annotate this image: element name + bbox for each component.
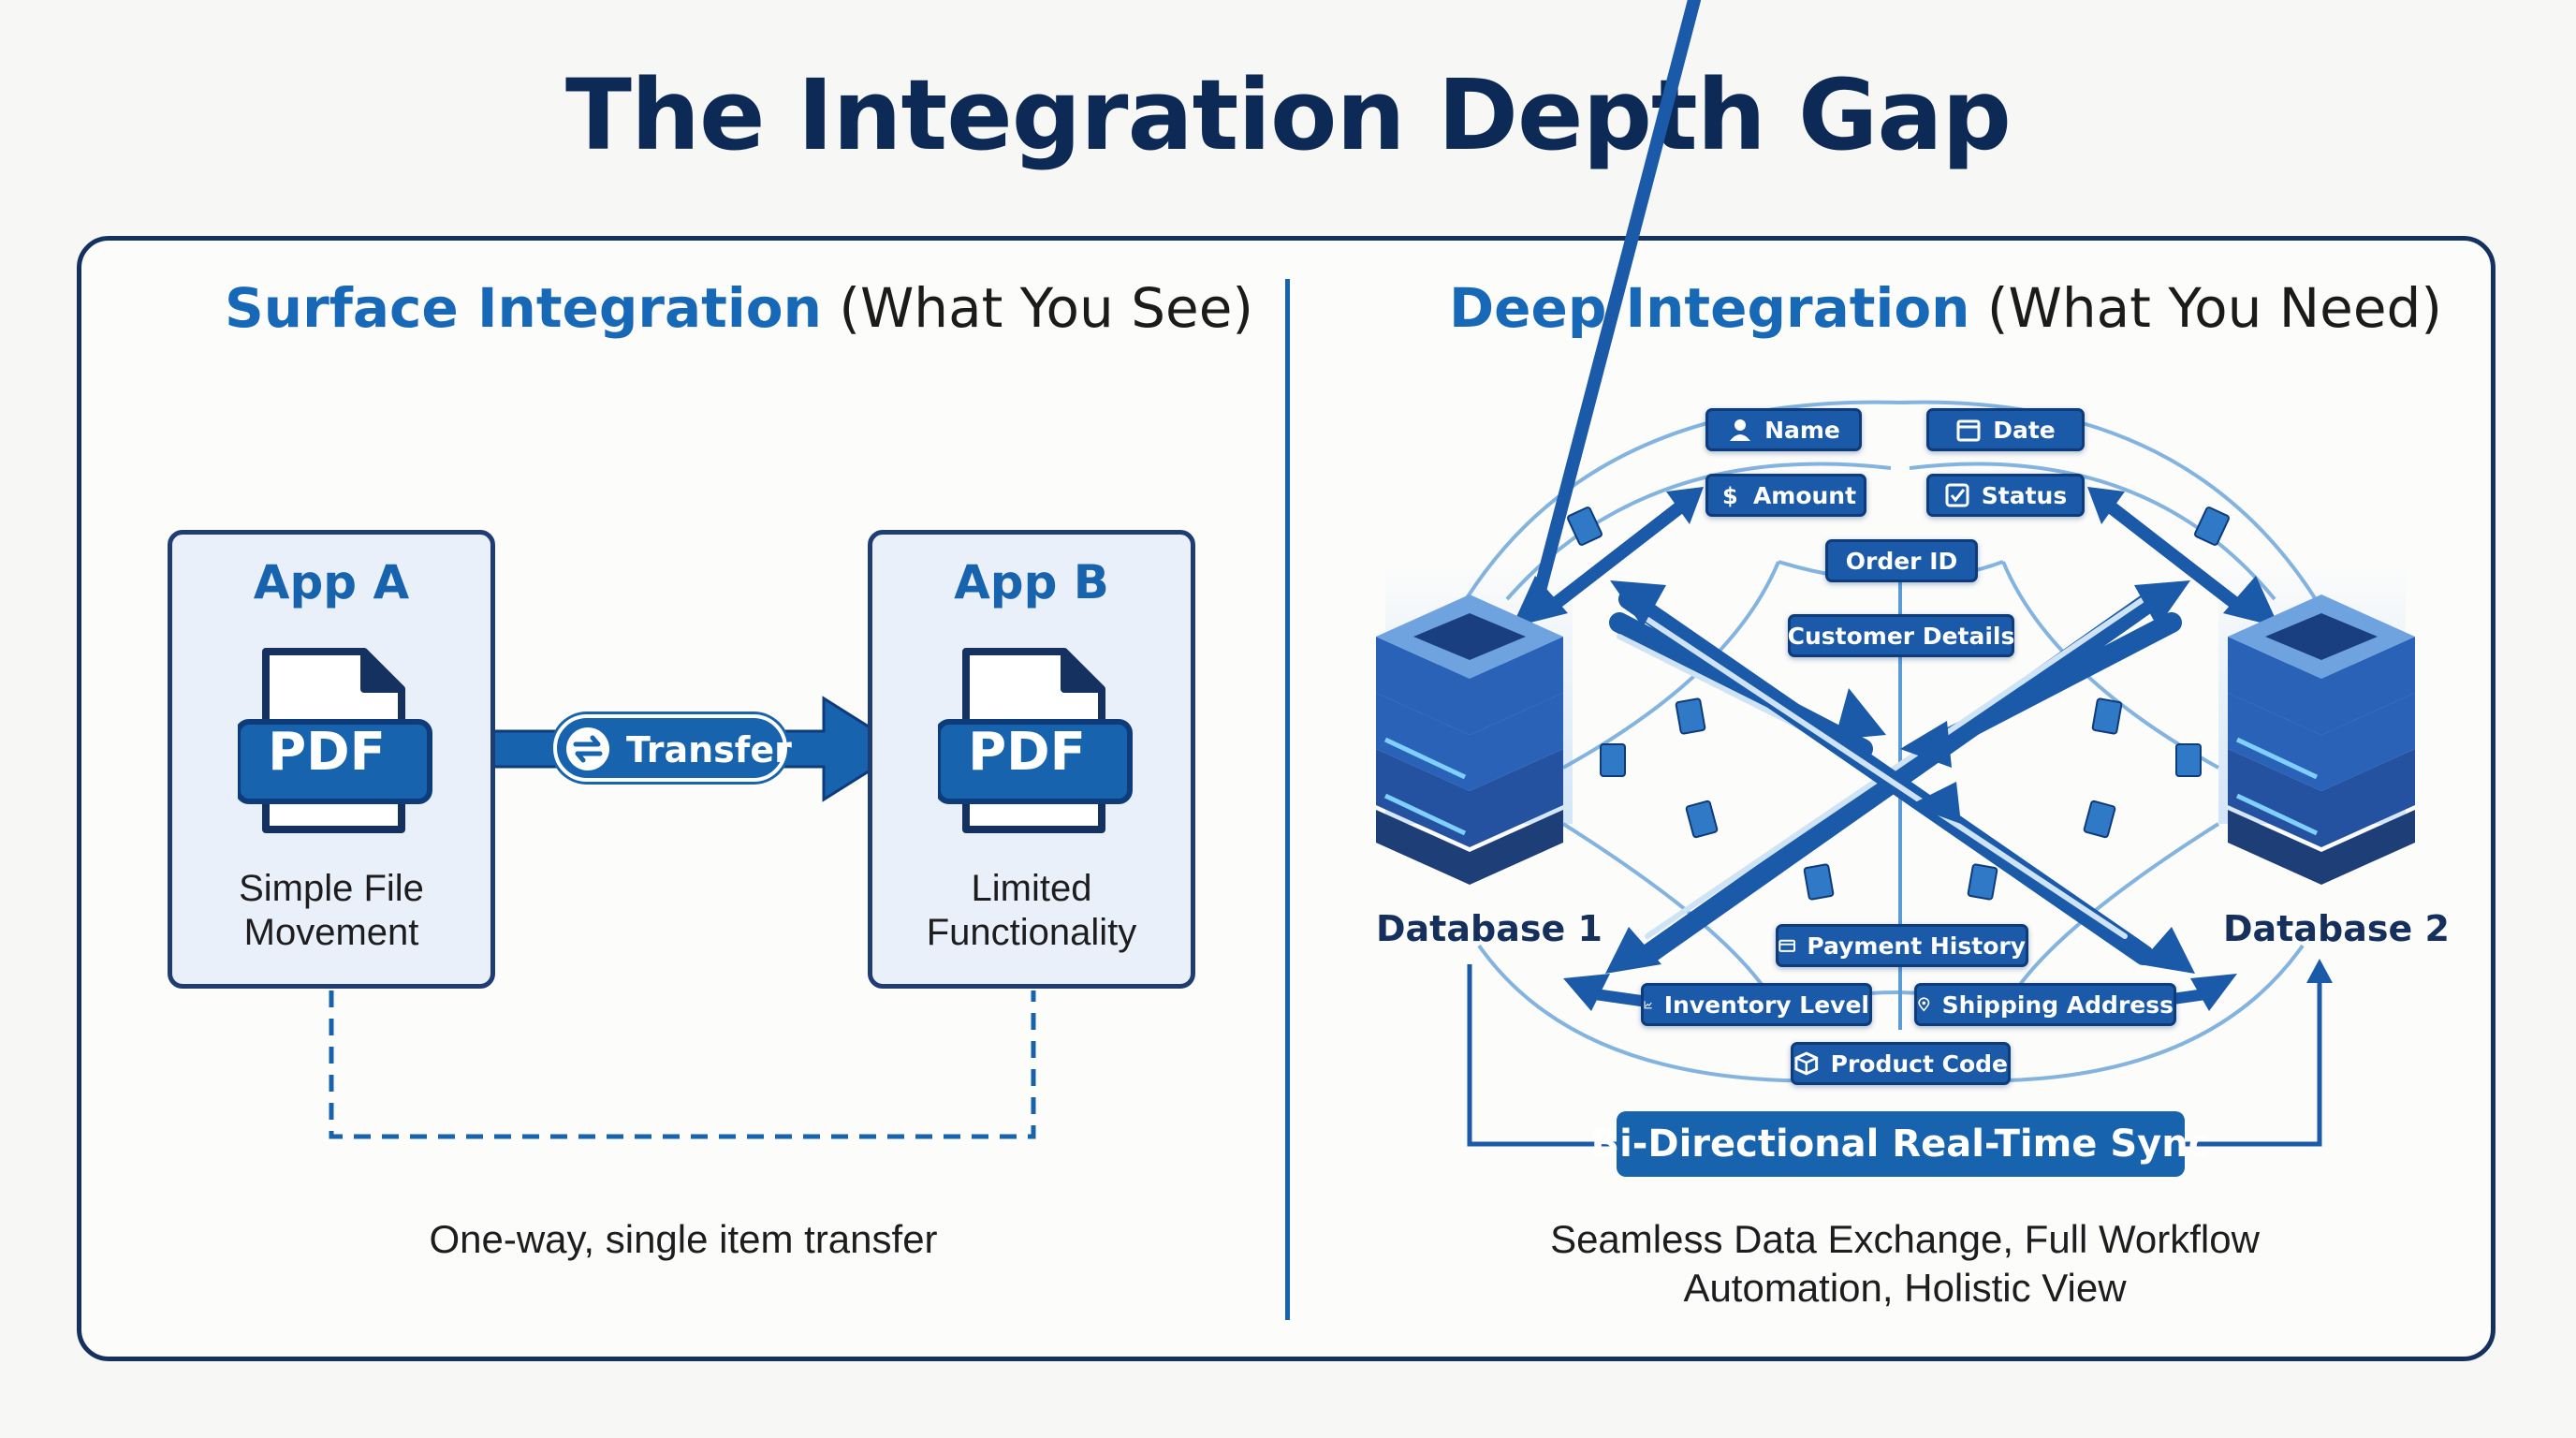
- field-amount-label: Amount: [1752, 481, 1857, 509]
- location-pin-icon: [1918, 997, 1930, 1012]
- surface-heading-main: Surface Integration: [225, 276, 822, 340]
- deep-heading: Deep Integration (What You Need): [1449, 276, 2442, 340]
- sync-banner: Bi-Directional Real-Time Sync: [1591, 1111, 2210, 1177]
- app-b-caption-line1: Limited: [971, 868, 1092, 909]
- app-a-title: App A: [253, 555, 410, 609]
- app-a-caption-line2: Movement: [243, 912, 419, 953]
- chart-icon: [1644, 1001, 1652, 1009]
- card-icon: [1778, 939, 1796, 952]
- app-a-caption: Simple File Movement: [172, 867, 490, 955]
- field-payment-history-label: Payment History: [1807, 932, 2026, 960]
- user-icon: [1730, 419, 1751, 441]
- app-b-title: App B: [954, 555, 1109, 609]
- field-product-code-label: Product Code: [1830, 1049, 2008, 1078]
- field-order-id: Order ID: [1825, 539, 1978, 582]
- box-icon: [1794, 1051, 1819, 1076]
- field-inventory-level: Inventory Level: [1641, 983, 1872, 1026]
- database-1-label: Database 1: [1376, 908, 1603, 949]
- field-shipping-address: Shipping Address: [1914, 983, 2176, 1026]
- deep-heading-sub: (What You Need): [1986, 276, 2442, 340]
- app-b-pdf-label: PDF: [968, 722, 1086, 783]
- transfer-badge: Transfer: [553, 714, 792, 782]
- field-status: Status: [1926, 474, 2085, 517]
- calendar-icon: [1956, 419, 1981, 442]
- surface-heading-sub: (What You See): [839, 276, 1254, 340]
- field-customer-details: Customer Details: [1788, 614, 2014, 657]
- panel-divider: [1285, 279, 1290, 1320]
- svg-text:$: $: [1722, 483, 1738, 508]
- app-b-caption-line2: Functionality: [926, 912, 1137, 953]
- deep-heading-main: Deep Integration: [1449, 276, 1970, 340]
- field-order-id-label: Order ID: [1845, 547, 1958, 575]
- surface-heading: Surface Integration (What You See): [225, 276, 1253, 340]
- field-status-label: Status: [1981, 481, 2068, 509]
- deep-caption-line1: Seamless Data Exchange, Full Workflow: [1550, 1217, 2260, 1261]
- field-date-label: Date: [1993, 416, 2056, 444]
- app-a-box: App A PDF Simple File Movement: [168, 530, 495, 989]
- field-payment-history: Payment History: [1776, 924, 2028, 967]
- database-2-label: Database 2: [2223, 908, 2450, 949]
- app-a-caption-line1: Simple File: [239, 868, 424, 909]
- document-icon: [938, 648, 1133, 833]
- field-inventory-level-label: Inventory Level: [1663, 990, 1869, 1019]
- deep-caption-line2: Automation, Holistic View: [1683, 1266, 2127, 1310]
- field-customer-details-label: Customer Details: [1787, 622, 2015, 650]
- app-b-caption: Limited Functionality: [872, 867, 1191, 955]
- document-icon: [238, 648, 432, 833]
- app-a-pdf-label: PDF: [268, 722, 386, 783]
- transfer-label: Transfer: [626, 729, 792, 770]
- field-name: Name: [1705, 408, 1862, 451]
- app-b-box: App B PDF Limited Functionality: [868, 530, 1195, 989]
- server-stack-icon: [2228, 594, 2415, 885]
- dollar-icon: $: [1722, 483, 1738, 508]
- checkbox-icon: [1945, 483, 1969, 507]
- field-date: Date: [1926, 408, 2085, 451]
- server-stack-icon: [1376, 594, 1563, 885]
- field-name-label: Name: [1764, 416, 1840, 444]
- page-title: The Integration Depth Gap: [565, 58, 2012, 172]
- deep-caption: Seamless Data Exchange, Full Workflow Au…: [1432, 1215, 2378, 1313]
- field-product-code: Product Code: [1791, 1042, 2011, 1085]
- transfer-icon: [566, 727, 609, 770]
- surface-caption: One-way, single item transfer: [429, 1217, 938, 1261]
- field-amount: $ Amount: [1705, 474, 1866, 517]
- field-shipping-address-label: Shipping Address: [1941, 990, 2174, 1019]
